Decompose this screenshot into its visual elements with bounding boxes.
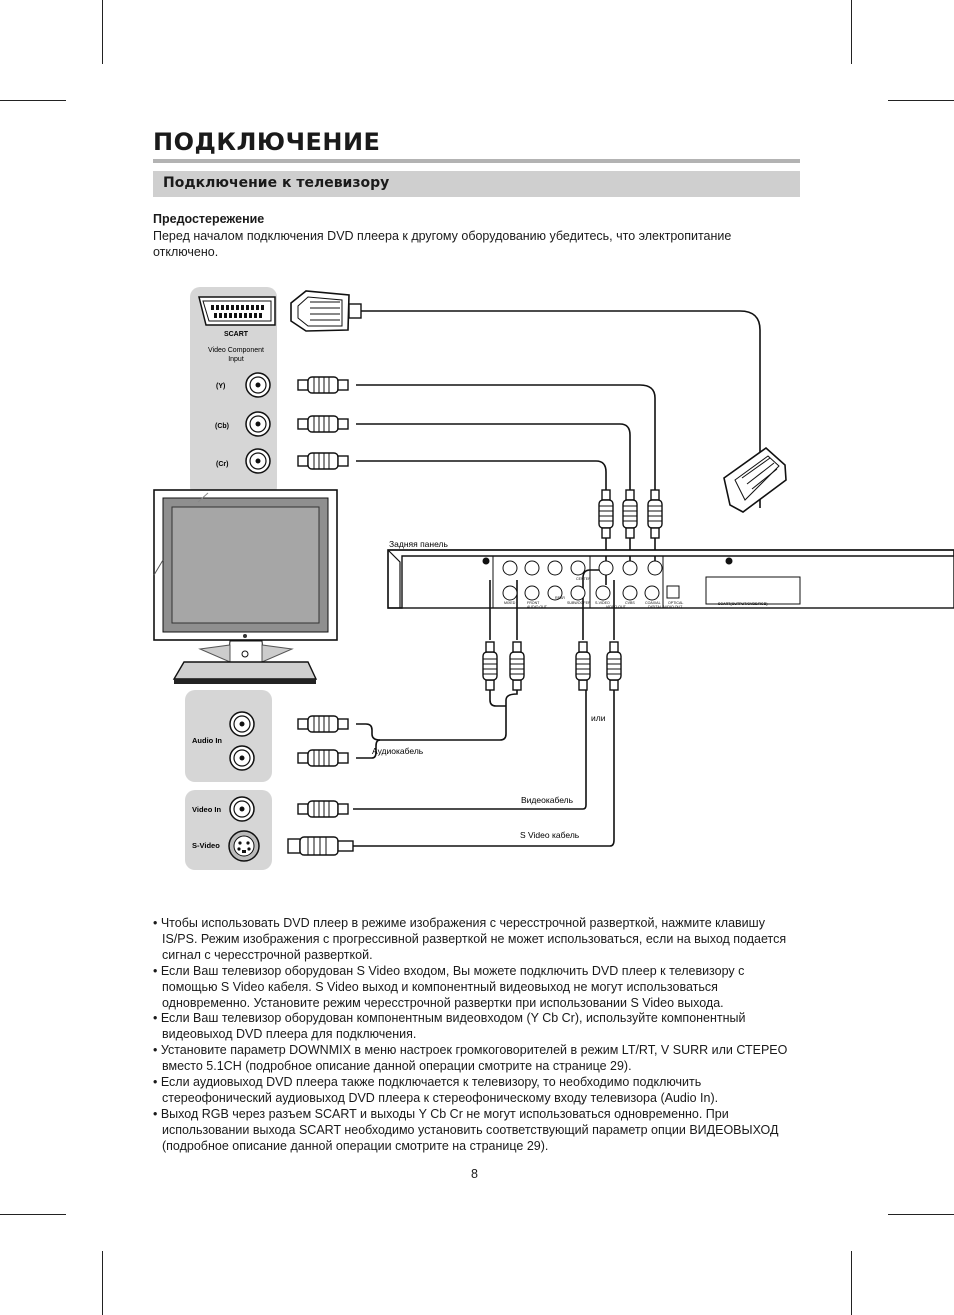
y-plug-player bbox=[647, 489, 663, 539]
video-cable-label: Видеокабель bbox=[521, 795, 574, 805]
crop-mark bbox=[888, 100, 954, 101]
jack-label-audio-out: AUDIO OUT bbox=[527, 605, 548, 609]
video-in-jack bbox=[229, 796, 255, 822]
s-video-jack bbox=[228, 830, 260, 862]
rear-panel-jack-labels: MIXED FRONT AUDIO OUT SUBWOOFER CENTER R… bbox=[504, 577, 768, 609]
audio-plug-player-1 bbox=[482, 641, 498, 691]
y-label: (Y) bbox=[216, 383, 225, 390]
cr-plug bbox=[297, 452, 349, 470]
jack-label-optical: OPTICAL bbox=[668, 601, 683, 605]
audio-plug-player-2 bbox=[509, 641, 525, 691]
crop-mark bbox=[0, 1214, 66, 1215]
s-video-plug-player bbox=[606, 641, 622, 691]
jack-label-rear: REAR bbox=[555, 596, 565, 600]
crop-mark bbox=[851, 1251, 852, 1315]
jack-label-front: FRONT bbox=[527, 601, 540, 605]
section-bar bbox=[153, 171, 800, 197]
audio-plug-1 bbox=[297, 715, 349, 733]
s-video-cable-label: S Video кабель bbox=[520, 830, 580, 840]
note-item: • Чтобы использовать DVD плеер в режиме … bbox=[153, 916, 787, 962]
y-plug bbox=[297, 376, 349, 394]
caution-text: Перед началом подключения DVD плеера к д… bbox=[153, 229, 732, 259]
note-item: • Если Ваш телевизор оборудован S Video … bbox=[153, 963, 745, 1010]
tv-set bbox=[153, 489, 338, 684]
tv-component-panel bbox=[190, 287, 277, 497]
scart-label: SCART bbox=[224, 331, 249, 338]
audio-plug-2 bbox=[297, 749, 349, 767]
cr-jack bbox=[245, 448, 271, 474]
jack-label-scart-out: SCART(OUTPUT/CVBS/RGB) bbox=[718, 602, 768, 606]
crop-mark bbox=[851, 0, 852, 64]
scart-socket bbox=[198, 296, 276, 326]
cb-plug-player bbox=[622, 489, 638, 539]
crop-mark bbox=[102, 1251, 103, 1315]
page-title: ПОДКЛЮЧЕНИЕ bbox=[153, 128, 381, 156]
s-video-label: S-Video bbox=[192, 841, 220, 850]
page-number: 8 bbox=[471, 1167, 478, 1181]
component-label-line1: Video Component bbox=[208, 347, 264, 354]
rear-panel-label: Задняя панель bbox=[389, 539, 449, 549]
cb-plug bbox=[297, 415, 349, 433]
component-label-line2: Input bbox=[228, 356, 244, 363]
dvd-rear-panel bbox=[387, 549, 954, 609]
scart-plug-player bbox=[723, 446, 787, 513]
note-item: • Если аудиовыход DVD плеера также подкл… bbox=[153, 1075, 719, 1105]
audio-in-jack-1 bbox=[229, 711, 255, 737]
crop-mark bbox=[0, 100, 66, 101]
or-label: или bbox=[591, 713, 606, 723]
section-heading: Подключение к телевизору bbox=[163, 175, 390, 191]
note-item: • Выход RGB через разъем SCART и выходы … bbox=[153, 1106, 779, 1153]
jack-label-s-video: S-VIDEO bbox=[595, 601, 610, 605]
audio-in-label: Audio In bbox=[192, 736, 222, 745]
note-item: • Если Ваш телевизор оборудован компонен… bbox=[153, 1011, 746, 1042]
jack-label-center: CENTER bbox=[576, 577, 591, 581]
y-jack bbox=[245, 372, 271, 398]
cb-jack bbox=[245, 411, 271, 437]
notes-list: • Чтобы использовать DVD плеер в режиме … bbox=[153, 916, 801, 1155]
caution-title: Предостережение bbox=[153, 212, 265, 226]
cables bbox=[353, 310, 761, 847]
audio-cable-label: Аудиокабель bbox=[372, 746, 424, 756]
video-plug bbox=[297, 800, 349, 818]
jack-label-cvbs: CVBS bbox=[625, 601, 635, 605]
crop-mark bbox=[102, 0, 103, 64]
jack-label-coaxial: COAXIAL bbox=[645, 601, 661, 605]
scart-plug-tv bbox=[290, 290, 362, 332]
title-rule bbox=[153, 159, 800, 163]
jack-label-subwoofer: SUBWOOFER bbox=[567, 601, 591, 605]
video-in-label: Video In bbox=[192, 805, 221, 814]
cr-plug-player bbox=[598, 489, 614, 539]
note-item: • Установите параметр DOWNMIX в меню нас… bbox=[153, 1043, 788, 1074]
jack-label-mixed: MIXED bbox=[504, 601, 516, 605]
video-plug-player bbox=[575, 641, 591, 691]
crop-mark bbox=[888, 1214, 954, 1215]
tv-video-panel bbox=[185, 790, 272, 870]
connection-diagram: SCART Video Component Input (Y) (Cb) (Cr… bbox=[153, 287, 954, 870]
jack-label-video-out: VIDEO OUT bbox=[606, 605, 627, 609]
audio-in-jack-2 bbox=[229, 745, 255, 771]
s-video-plug bbox=[287, 836, 354, 856]
cb-label: (Cb) bbox=[215, 423, 229, 430]
jack-label-digital-audio-out: DIGITAL AUDIO OUT bbox=[648, 605, 683, 609]
cr-label: (Cr) bbox=[216, 461, 228, 468]
